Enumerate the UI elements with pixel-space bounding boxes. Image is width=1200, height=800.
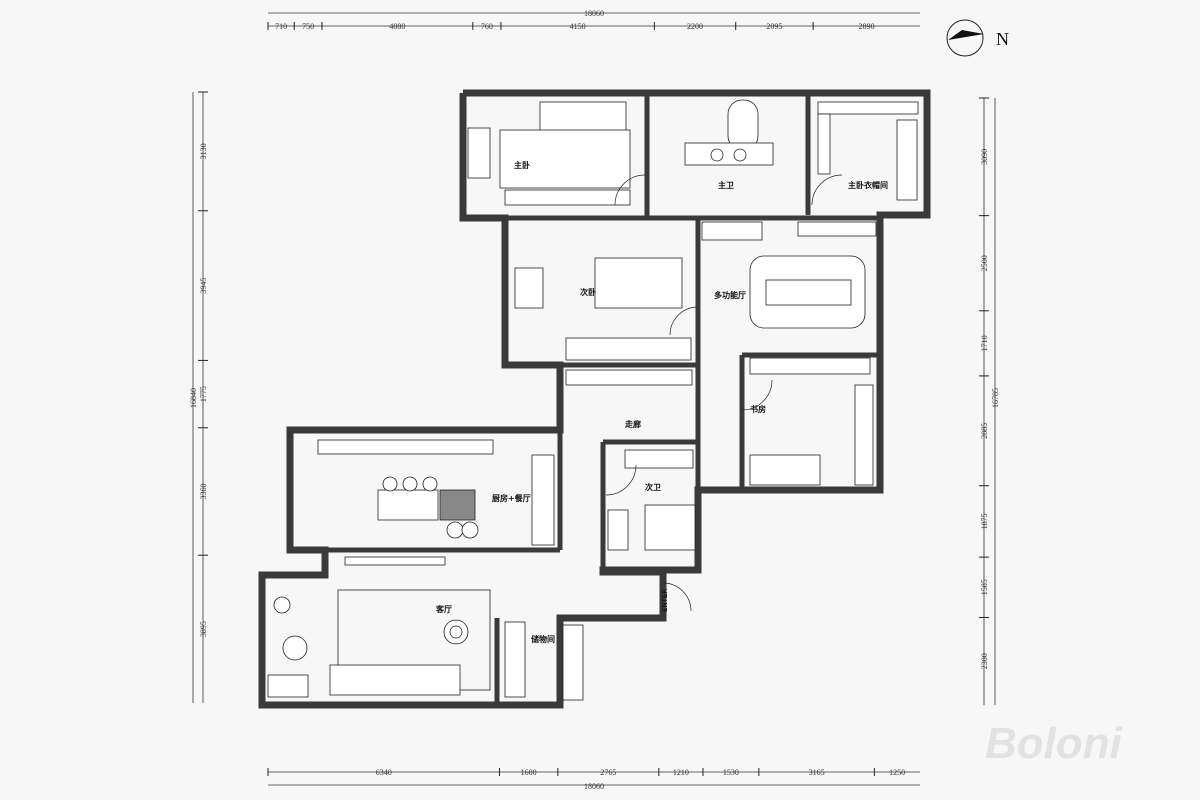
dimension-label: 1775 — [199, 386, 208, 402]
dimension-label: 750 — [302, 22, 314, 31]
dimension-label: 1250 — [889, 768, 905, 777]
dimension-label: 2765 — [600, 768, 616, 777]
dimension-label: 2300 — [980, 653, 989, 669]
room-label-master-closet: 主卧衣帽间 — [848, 180, 888, 190]
room-label-study: 书房 — [750, 404, 766, 414]
dim-right-total: 16785 — [991, 388, 1000, 408]
room-label-living-room: 客厅 — [435, 604, 452, 614]
compass-north-label: N — [996, 29, 1009, 49]
room-label-master-bedroom: 主卧 — [514, 160, 530, 170]
dimension-label: 2200 — [687, 22, 703, 31]
dimension-label: 760 — [481, 22, 493, 31]
dim-left-total: 16840 — [189, 388, 198, 408]
dimension-label: 2095 — [766, 22, 782, 31]
doors — [605, 174, 843, 612]
dim-top-total: 18060 — [584, 9, 604, 18]
dimension-label: 3130 — [199, 143, 208, 159]
watermark-logo: Boloni — [985, 719, 1123, 768]
dimension-label: 2500 — [980, 255, 989, 271]
dimension-label: 4080 — [389, 22, 405, 31]
furniture — [267, 99, 919, 701]
dimension-label: 1875 — [980, 513, 989, 529]
room-label-multi-room: 多功能厅 — [714, 290, 746, 300]
walls — [258, 89, 931, 709]
room-label-kitchen-dining: 厨房+餐厅 — [492, 493, 531, 503]
room-label-second-bath: 次卫 — [645, 482, 661, 492]
bed-second — [594, 257, 683, 309]
dimension-label: 3090 — [980, 149, 989, 165]
dimension-label: 1210 — [673, 768, 689, 777]
dimension-label: 3165 — [809, 768, 825, 777]
dimension-label: 6340 — [376, 768, 392, 777]
dimension-label: 3360 — [199, 483, 208, 499]
dimension-label: 1530 — [723, 768, 739, 777]
dimension-label: 1710 — [980, 335, 989, 351]
room-label-corridor: 走廊 — [624, 419, 641, 429]
dimension-label: 1585 — [980, 579, 989, 595]
dimension-lines — [192, 12, 996, 786]
dim-bottom-total: 18060 — [584, 782, 604, 791]
dimension-label: 710 — [275, 22, 287, 31]
room-label-second-bedroom: 次卧 — [580, 287, 596, 297]
dimension-label: 2885 — [980, 423, 989, 439]
dimension-label: 3945 — [199, 278, 208, 294]
dimension-label: 4150 — [570, 22, 586, 31]
compass-icon — [946, 19, 984, 57]
entrance-label: ENTER — [661, 589, 669, 612]
bathtub — [727, 99, 759, 151]
room-label-storage: 储物间 — [530, 634, 555, 644]
dimension-label: 2890 — [859, 22, 875, 31]
dimension-label: 3895 — [199, 621, 208, 637]
dimension-label: 1600 — [521, 768, 537, 777]
room-label-master-bath: 主卫 — [718, 180, 734, 190]
